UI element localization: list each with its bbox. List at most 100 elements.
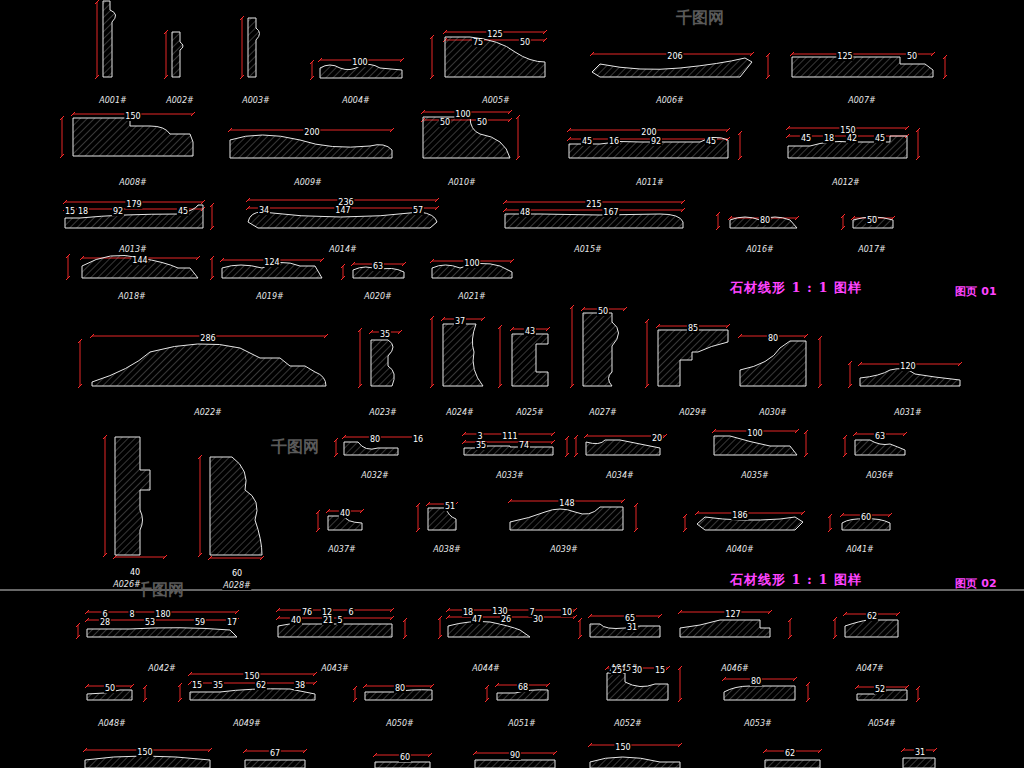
- profile-code: A046#: [720, 665, 749, 673]
- dimension-text: 206: [666, 53, 683, 61]
- dimension-text: 50: [104, 685, 116, 693]
- dimension-text: 15: [191, 682, 203, 690]
- dimension-text: 31: [914, 749, 926, 757]
- dimension-text: 150: [614, 744, 631, 752]
- profile-code: A036#: [865, 472, 894, 480]
- dimension-text: 38: [294, 682, 306, 690]
- profile-code: A003#: [241, 97, 270, 105]
- dimension-text: 15: [654, 667, 666, 675]
- dimension-text: 45: [177, 208, 189, 216]
- dimension-text: 45: [581, 138, 593, 146]
- profile-code: A047#: [855, 665, 884, 673]
- dimension-text: 28: [99, 619, 111, 627]
- dimension-text: 148: [558, 500, 575, 508]
- dimension-text: 37: [454, 318, 466, 326]
- dimension-text: 50: [906, 53, 918, 61]
- dimension-text: 20: [651, 435, 663, 443]
- dimension-text: 80: [759, 217, 771, 225]
- dimension-text: 74: [518, 442, 530, 450]
- dimension-text: 35: [379, 331, 391, 339]
- profile-code: A016#: [745, 246, 774, 254]
- dimension-text: 57: [412, 207, 424, 215]
- dimension-text: 236: [337, 199, 354, 207]
- dimension-text: 53: [144, 619, 156, 627]
- dimension-text: 85: [687, 325, 699, 333]
- dimension-text: 30: [532, 616, 544, 624]
- sheet-title: 石材线形 1 : 1 图样: [729, 573, 863, 586]
- profile-code: A010#: [447, 179, 476, 187]
- profile-code: A035#: [740, 472, 769, 480]
- profile-code: A022#: [193, 409, 222, 417]
- dimension-text: 45: [705, 138, 717, 146]
- dimension-text: 40: [290, 617, 302, 625]
- profile-code: A043#: [320, 665, 349, 673]
- profile-code: A002#: [165, 97, 194, 105]
- page-number: 图页 01: [954, 286, 997, 297]
- profile-code: A039#: [549, 546, 578, 554]
- profile-code: A044#: [471, 665, 500, 673]
- profile-code: A008#: [118, 179, 147, 187]
- dimension-text: 80: [369, 436, 381, 444]
- dimension-text: 59: [194, 619, 206, 627]
- profile-code: A042#: [147, 665, 176, 673]
- profile-code: A027#: [588, 409, 617, 417]
- profile-code: A053#: [743, 720, 772, 728]
- profile-code: A049#: [232, 720, 261, 728]
- profile-code: A041#: [845, 546, 874, 554]
- dimension-text: 125: [486, 31, 503, 39]
- dimension-text: 65: [624, 615, 636, 623]
- dimension-text: 92: [112, 208, 124, 216]
- dimension-text: 111: [501, 433, 518, 441]
- dimension-text: 45: [874, 135, 886, 143]
- dimension-text: 167: [602, 209, 619, 217]
- dimension-text: 150: [124, 113, 141, 121]
- profile-code: A029#: [678, 409, 707, 417]
- profile-code: A050#: [385, 720, 414, 728]
- dimension-text: 200: [640, 129, 657, 137]
- dimension-text: 67: [269, 750, 281, 758]
- dimension-text: 215: [585, 201, 602, 209]
- dimension-text: 100: [463, 260, 480, 268]
- profile-code: A052#: [613, 720, 642, 728]
- dimension-text: 63: [372, 263, 384, 271]
- dimension-text: 200: [303, 129, 320, 137]
- profile-code: A015#: [573, 246, 602, 254]
- profile-code: A037#: [327, 546, 356, 554]
- profile-code: A013#: [118, 246, 147, 254]
- dimension-text: 35: [212, 682, 224, 690]
- dimension-text: 180: [154, 611, 171, 619]
- dimension-text: 120: [899, 363, 916, 371]
- dimension-text: 68: [517, 684, 529, 692]
- dimension-text: 8: [128, 611, 135, 619]
- profile-code: A024#: [445, 409, 474, 417]
- dimension-text: 30: [631, 667, 643, 675]
- dimension-text: 62: [255, 682, 267, 690]
- dimension-text: 26: [500, 616, 512, 624]
- dimension-text: 50: [439, 119, 451, 127]
- profile-code: A001#: [98, 97, 127, 105]
- dimension-text: 3: [476, 433, 483, 441]
- dimension-text: 62: [866, 613, 878, 621]
- dimension-text: 52: [874, 686, 886, 694]
- dimension-text: 51: [444, 503, 456, 511]
- dimension-text: 35: [475, 442, 487, 450]
- dimension-text: 80: [767, 335, 779, 343]
- dimension-text: 6: [101, 611, 108, 619]
- page-number: 图页 02: [954, 578, 997, 589]
- dimension-text: 60: [860, 514, 872, 522]
- dimension-text: 50: [519, 39, 531, 47]
- dimension-text: 76: [301, 609, 313, 617]
- dimension-text: 150: [136, 749, 153, 757]
- dimension-text: 50: [866, 217, 878, 225]
- dimension-text: 75: [472, 39, 484, 47]
- profile-code: A048#: [97, 720, 126, 728]
- dimension-text: 18: [823, 135, 835, 143]
- profile-code: A014#: [328, 246, 357, 254]
- dimension-text: 60: [231, 570, 243, 578]
- dimension-text: 31: [626, 624, 638, 632]
- profile-code: A032#: [360, 472, 389, 480]
- profile-code: A023#: [368, 409, 397, 417]
- profile-code: A034#: [605, 472, 634, 480]
- dimension-text: 179: [125, 201, 142, 209]
